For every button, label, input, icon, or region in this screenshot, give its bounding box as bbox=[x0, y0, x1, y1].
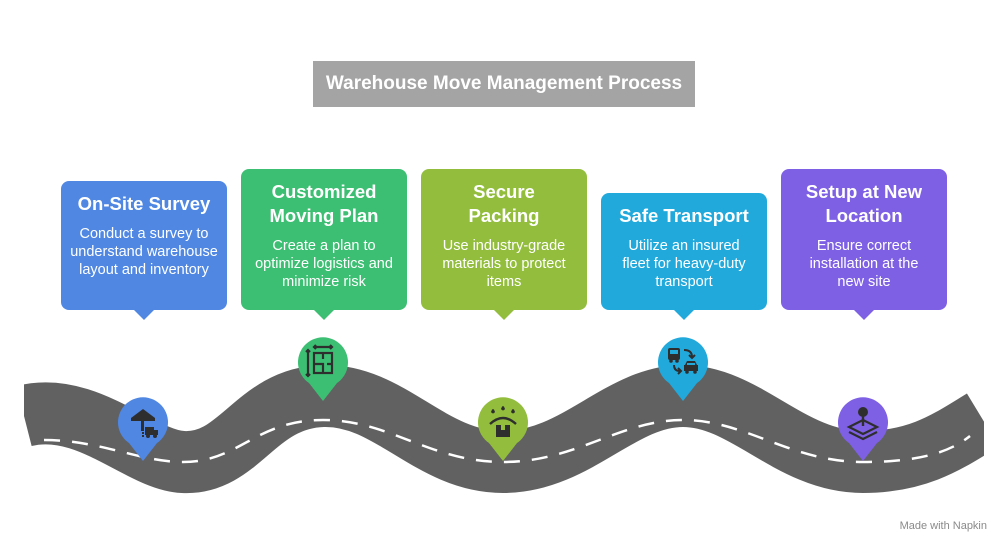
step-card-packing: Secure Packing Use industry-grade materi… bbox=[421, 169, 587, 320]
pin-packing bbox=[478, 397, 528, 461]
step-card-survey: On-Site Survey Conduct a survey to under… bbox=[61, 181, 227, 320]
floor-plan-icon bbox=[305, 344, 334, 378]
bus-to-car-icon bbox=[668, 348, 698, 375]
step-card-transport: Safe Transport Utilize an insured fleet … bbox=[601, 193, 767, 320]
pin-transport bbox=[658, 337, 708, 401]
pin-plan bbox=[298, 337, 348, 401]
warehouse-truck-icon bbox=[131, 409, 158, 438]
step-description-plan: Create a plan to optimize logistics and … bbox=[255, 238, 393, 290]
step-description-setup: Ensure correct installation at the new s… bbox=[809, 238, 919, 290]
step-title-plan: Customized Moving Plan bbox=[269, 181, 379, 226]
road-center-dashes bbox=[43, 418, 971, 464]
step-card-setup: Setup at New Location Ensure correct ins… bbox=[781, 169, 947, 320]
location-pin-layers-icon bbox=[846, 407, 880, 441]
step-title-setup: Setup at New Location bbox=[805, 181, 923, 226]
attribution-text: Made with Napkin bbox=[899, 520, 987, 532]
pin-survey bbox=[118, 397, 168, 461]
diagram-title: Warehouse Move Management Process bbox=[313, 61, 695, 107]
step-card-plan: Customized Moving Plan Create a plan to … bbox=[241, 169, 407, 320]
step-description-packing: Use industry-grade materials to protect … bbox=[442, 238, 566, 290]
napkin-attribution: Made with Napkin bbox=[900, 520, 987, 532]
step-title-transport: Safe Transport bbox=[619, 205, 749, 226]
step-title-survey: On-Site Survey bbox=[77, 193, 211, 214]
fragile-box-icon bbox=[489, 406, 517, 437]
pin-setup bbox=[838, 397, 888, 461]
step-title-packing: Secure Packing bbox=[468, 181, 540, 226]
step-description-transport: Utilize an insured fleet for heavy-duty … bbox=[622, 238, 746, 290]
step-description-survey: Conduct a survey to understand warehouse… bbox=[70, 226, 218, 278]
